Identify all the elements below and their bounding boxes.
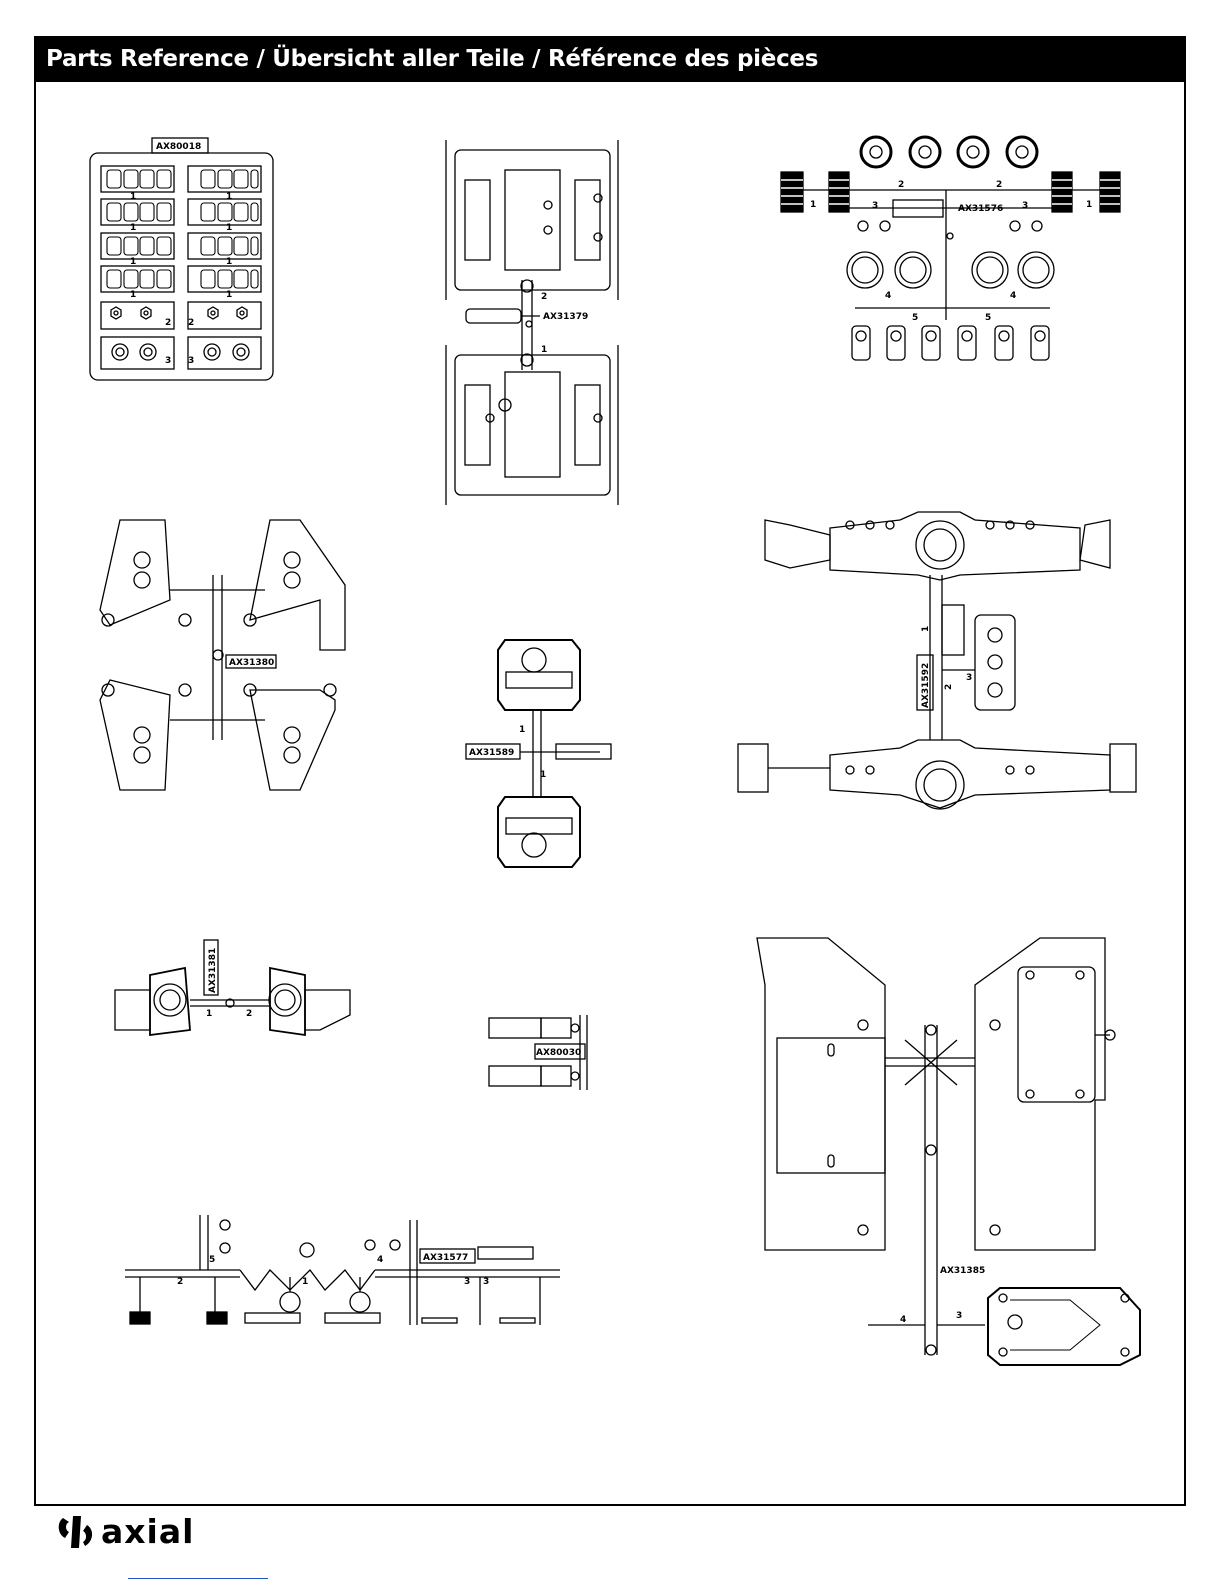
num: 3 [966, 673, 972, 683]
num: 2 [898, 180, 904, 190]
label-ax31576: AX31576 [958, 204, 1003, 214]
tree-ax31381 [115, 940, 350, 1035]
label-ax31592: AX31592 [921, 663, 931, 708]
label-ax31381: AX31381 [208, 948, 218, 993]
num: 1 [206, 1009, 212, 1019]
num: 4 [885, 291, 891, 301]
num: 2 [165, 318, 171, 328]
num: 2 [944, 684, 954, 690]
num: 3 [464, 1277, 470, 1287]
num: 3 [165, 356, 171, 366]
num: 4 [1010, 291, 1016, 301]
tree-ax31385 [757, 938, 1140, 1365]
num: 2 [541, 292, 547, 302]
label-ax80018: AX80018 [156, 142, 201, 152]
num: 1 [130, 192, 136, 202]
tree-ax31576 [781, 137, 1120, 360]
label-ax31589: AX31589 [469, 748, 514, 758]
num: 5 [209, 1255, 215, 1265]
num: 1 [810, 200, 816, 210]
label-ax31379: AX31379 [543, 312, 588, 322]
num: 2 [996, 180, 1002, 190]
num: 1 [130, 257, 136, 267]
label-ax31577: AX31577 [423, 1253, 468, 1263]
tree-ax31380 [100, 520, 345, 790]
num: 1 [519, 725, 525, 735]
footer-link-underline [128, 1578, 268, 1579]
num: 1 [302, 1277, 308, 1287]
num: 2 [246, 1009, 252, 1019]
axial-logo: axial [55, 1512, 235, 1552]
tree-ax31577 [125, 1215, 560, 1325]
num: 5 [985, 313, 991, 323]
num: 1 [226, 223, 232, 233]
num: 1 [226, 192, 232, 202]
num: 1 [921, 626, 931, 632]
num: 1 [1086, 200, 1092, 210]
num: 5 [912, 313, 918, 323]
num: 1 [226, 290, 232, 300]
num: 1 [541, 345, 547, 355]
tree-ax31379 [446, 140, 618, 505]
num: 2 [188, 318, 194, 328]
num: 1 [540, 770, 546, 780]
num: 1 [226, 257, 232, 267]
num: 3 [1022, 201, 1028, 211]
num: 3 [956, 1311, 962, 1321]
num: 2 [177, 1277, 183, 1287]
label-ax31385: AX31385 [940, 1266, 985, 1276]
num: 4 [377, 1255, 383, 1265]
label-ax80030: AX80030 [536, 1048, 581, 1058]
num: 3 [188, 356, 194, 366]
tree-ax80018 [90, 138, 273, 380]
axial-logo-icon [55, 1512, 99, 1552]
tree-ax31592 [738, 512, 1136, 809]
axial-logo-text: axial [101, 1512, 194, 1552]
label-ax31380: AX31380 [229, 658, 274, 668]
num: 1 [130, 223, 136, 233]
num: 1 [130, 290, 136, 300]
num: 3 [483, 1277, 489, 1287]
num: 3 [872, 201, 878, 211]
num: 4 [900, 1315, 906, 1325]
